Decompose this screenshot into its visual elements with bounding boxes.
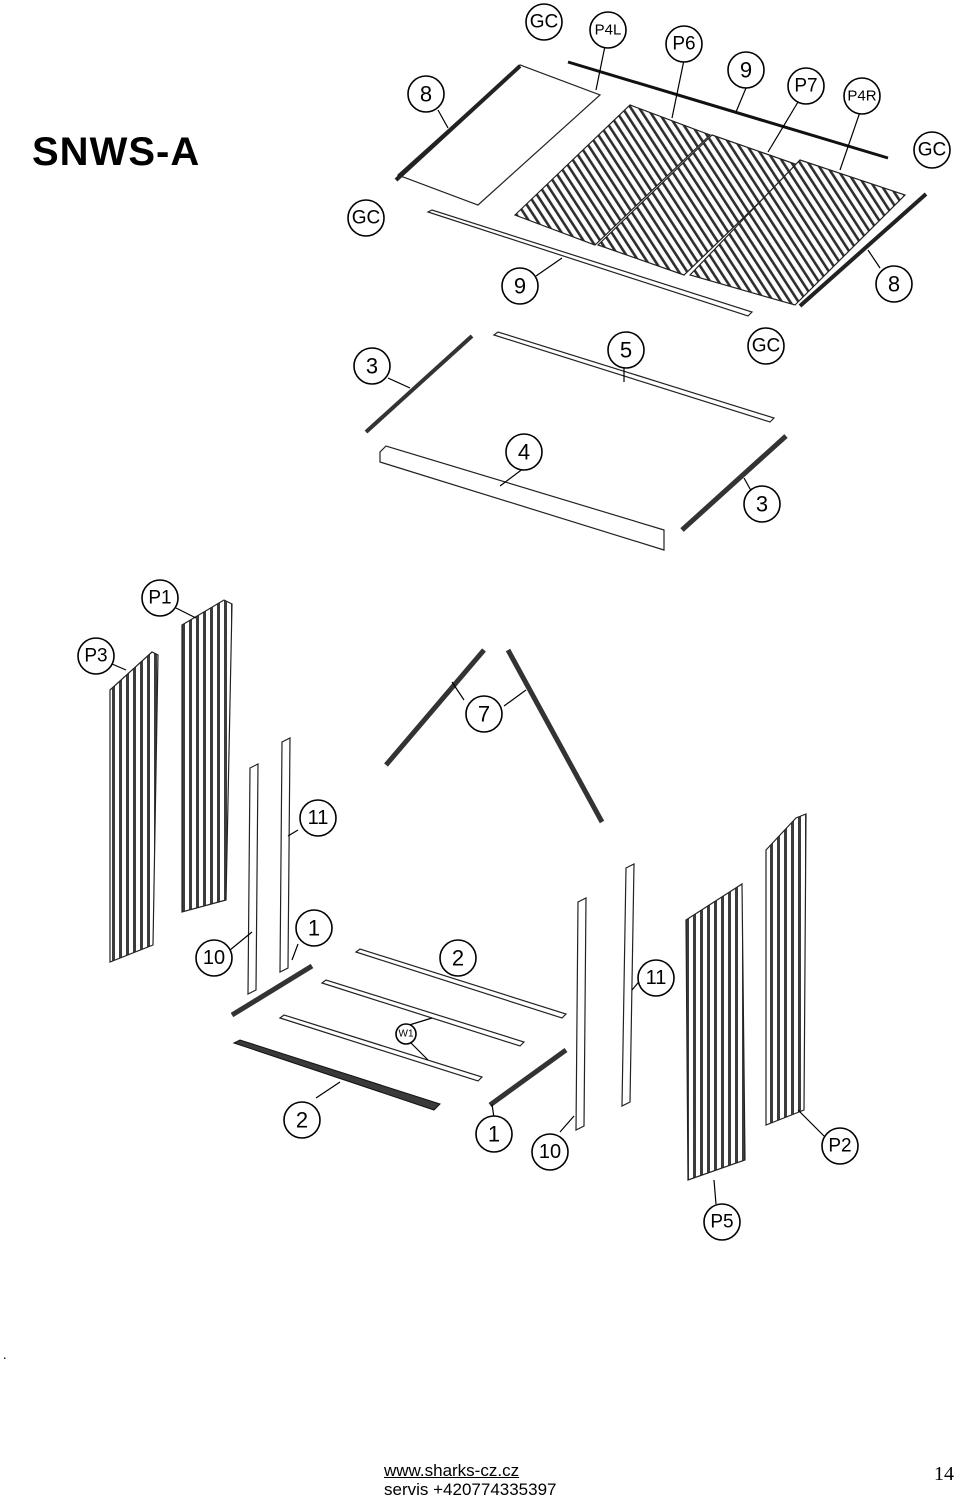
label-text: 8 [420, 82, 432, 107]
label-p3: P3 [77, 637, 115, 675]
wall-panel-p5 [685, 882, 746, 1181]
label-3-left: 3 [353, 347, 391, 385]
label-1-bottom: 1 [475, 1115, 513, 1153]
post-11-right [621, 863, 635, 1107]
label-text: 5 [620, 338, 632, 363]
label-4: 4 [505, 433, 543, 471]
base-rail-mid [320, 979, 526, 1047]
label-text: P5 [710, 1212, 733, 1233]
roof-panels [396, 64, 907, 306]
wall-panel-p1 [181, 599, 233, 913]
stray-dot: . [3, 1348, 7, 1363]
base-w1 [278, 1014, 484, 1082]
post-10-right [575, 897, 587, 1131]
label-text: 7 [478, 702, 490, 727]
label-p6: P6 [665, 25, 703, 63]
label-text: GC [752, 336, 781, 357]
label-w1: W1 [395, 1023, 417, 1045]
label-gc-right: GC [913, 131, 951, 169]
footer-website-link[interactable]: www.sharks-cz.cz [384, 1461, 520, 1480]
label-8-right: 8 [875, 265, 913, 303]
label-11-left: 11 [299, 799, 337, 837]
label-text: P7 [794, 76, 817, 97]
label-text: 2 [296, 1108, 308, 1133]
frame-5 [492, 331, 776, 423]
label-7: 7 [465, 695, 503, 733]
label-text: 9 [740, 58, 752, 83]
label-text: 11 [308, 807, 329, 829]
label-text: P1 [148, 588, 171, 609]
label-5: 5 [607, 331, 645, 369]
label-text: 3 [366, 354, 378, 379]
roof-panel-p6 [513, 104, 712, 246]
label-text: P4R [847, 88, 876, 105]
label-8-top: 8 [407, 75, 445, 113]
label-text: 10 [539, 1141, 561, 1163]
label-p1: P1 [141, 579, 179, 617]
label-p4r: P4R [843, 77, 881, 115]
label-text: 3 [756, 492, 768, 517]
footer-service-phone: servis +420774335397 [384, 1480, 557, 1499]
label-p4l: P4L [589, 11, 627, 49]
label-10-left: 10 [195, 939, 233, 977]
footer: www.sharks-cz.cz servis +420774335397 [384, 1461, 557, 1499]
label-text: 8 [888, 272, 900, 297]
label-gc-left: GC [347, 199, 385, 237]
post-10-left [247, 763, 259, 995]
post-11-left [279, 737, 291, 973]
label-text: GC [352, 208, 381, 229]
label-gc-mid: GC [747, 327, 785, 365]
base-2-top [354, 948, 568, 1019]
base-1-bottom [488, 1047, 568, 1108]
label-2-bottom: 2 [283, 1101, 321, 1139]
frame-3-right [680, 434, 788, 532]
label-text: P3 [84, 646, 107, 667]
label-text: P4L [595, 22, 622, 39]
label-10-bottom: 10 [531, 1133, 569, 1171]
label-text: W1 [399, 1029, 414, 1040]
label-p5: P5 [703, 1203, 741, 1241]
label-text: P6 [672, 34, 695, 55]
label-11-right: 11 [637, 959, 675, 997]
label-gc-top: GC [525, 3, 563, 41]
label-text: 9 [514, 274, 526, 299]
roof-ridge-9 [567, 60, 889, 160]
frame-3-left [364, 334, 474, 434]
label-3-right: 3 [743, 485, 781, 523]
page-number: 14 [934, 1463, 954, 1485]
label-text: 10 [203, 947, 225, 969]
wall-panel-p3 [109, 651, 159, 963]
label-2-top: 2 [439, 939, 477, 977]
diagram-title: SNWS-A [32, 130, 201, 174]
exploded-assembly-diagram: GC P4L P6 9 P7 P4R GC 8 GC 9 8 3 5 GC 4 … [77, 3, 951, 1241]
base-1-left [230, 963, 314, 1018]
label-1-left: 1 [295, 909, 333, 947]
roof-edge-8-right [798, 192, 928, 308]
label-text: 2 [452, 946, 464, 971]
roof-edge-8-left [394, 64, 522, 182]
label-text: P2 [828, 1136, 851, 1157]
label-p2: P2 [821, 1127, 859, 1165]
roof-beam-9-bottom [426, 209, 754, 317]
label-text: 11 [646, 967, 667, 989]
label-text: 1 [488, 1122, 500, 1147]
label-p7: P7 [787, 67, 825, 105]
label-text: 4 [518, 440, 530, 465]
frame-4 [379, 445, 665, 551]
gable-7-right [505, 648, 605, 824]
base-2-bottom [232, 1039, 441, 1111]
label-9-bottom: 9 [501, 267, 539, 305]
label-text: GC [918, 140, 947, 161]
label-9-top: 9 [727, 51, 765, 89]
gable-7-left [384, 648, 486, 767]
leader-lines [111, 45, 881, 1205]
label-text: 1 [308, 916, 320, 941]
wall-panel-p2 [765, 813, 807, 1126]
label-text: GC [530, 12, 559, 33]
roof-panel-p4r [688, 159, 907, 306]
part-labels: GC P4L P6 9 P7 P4R GC 8 GC 9 8 3 5 GC 4 … [77, 3, 951, 1241]
